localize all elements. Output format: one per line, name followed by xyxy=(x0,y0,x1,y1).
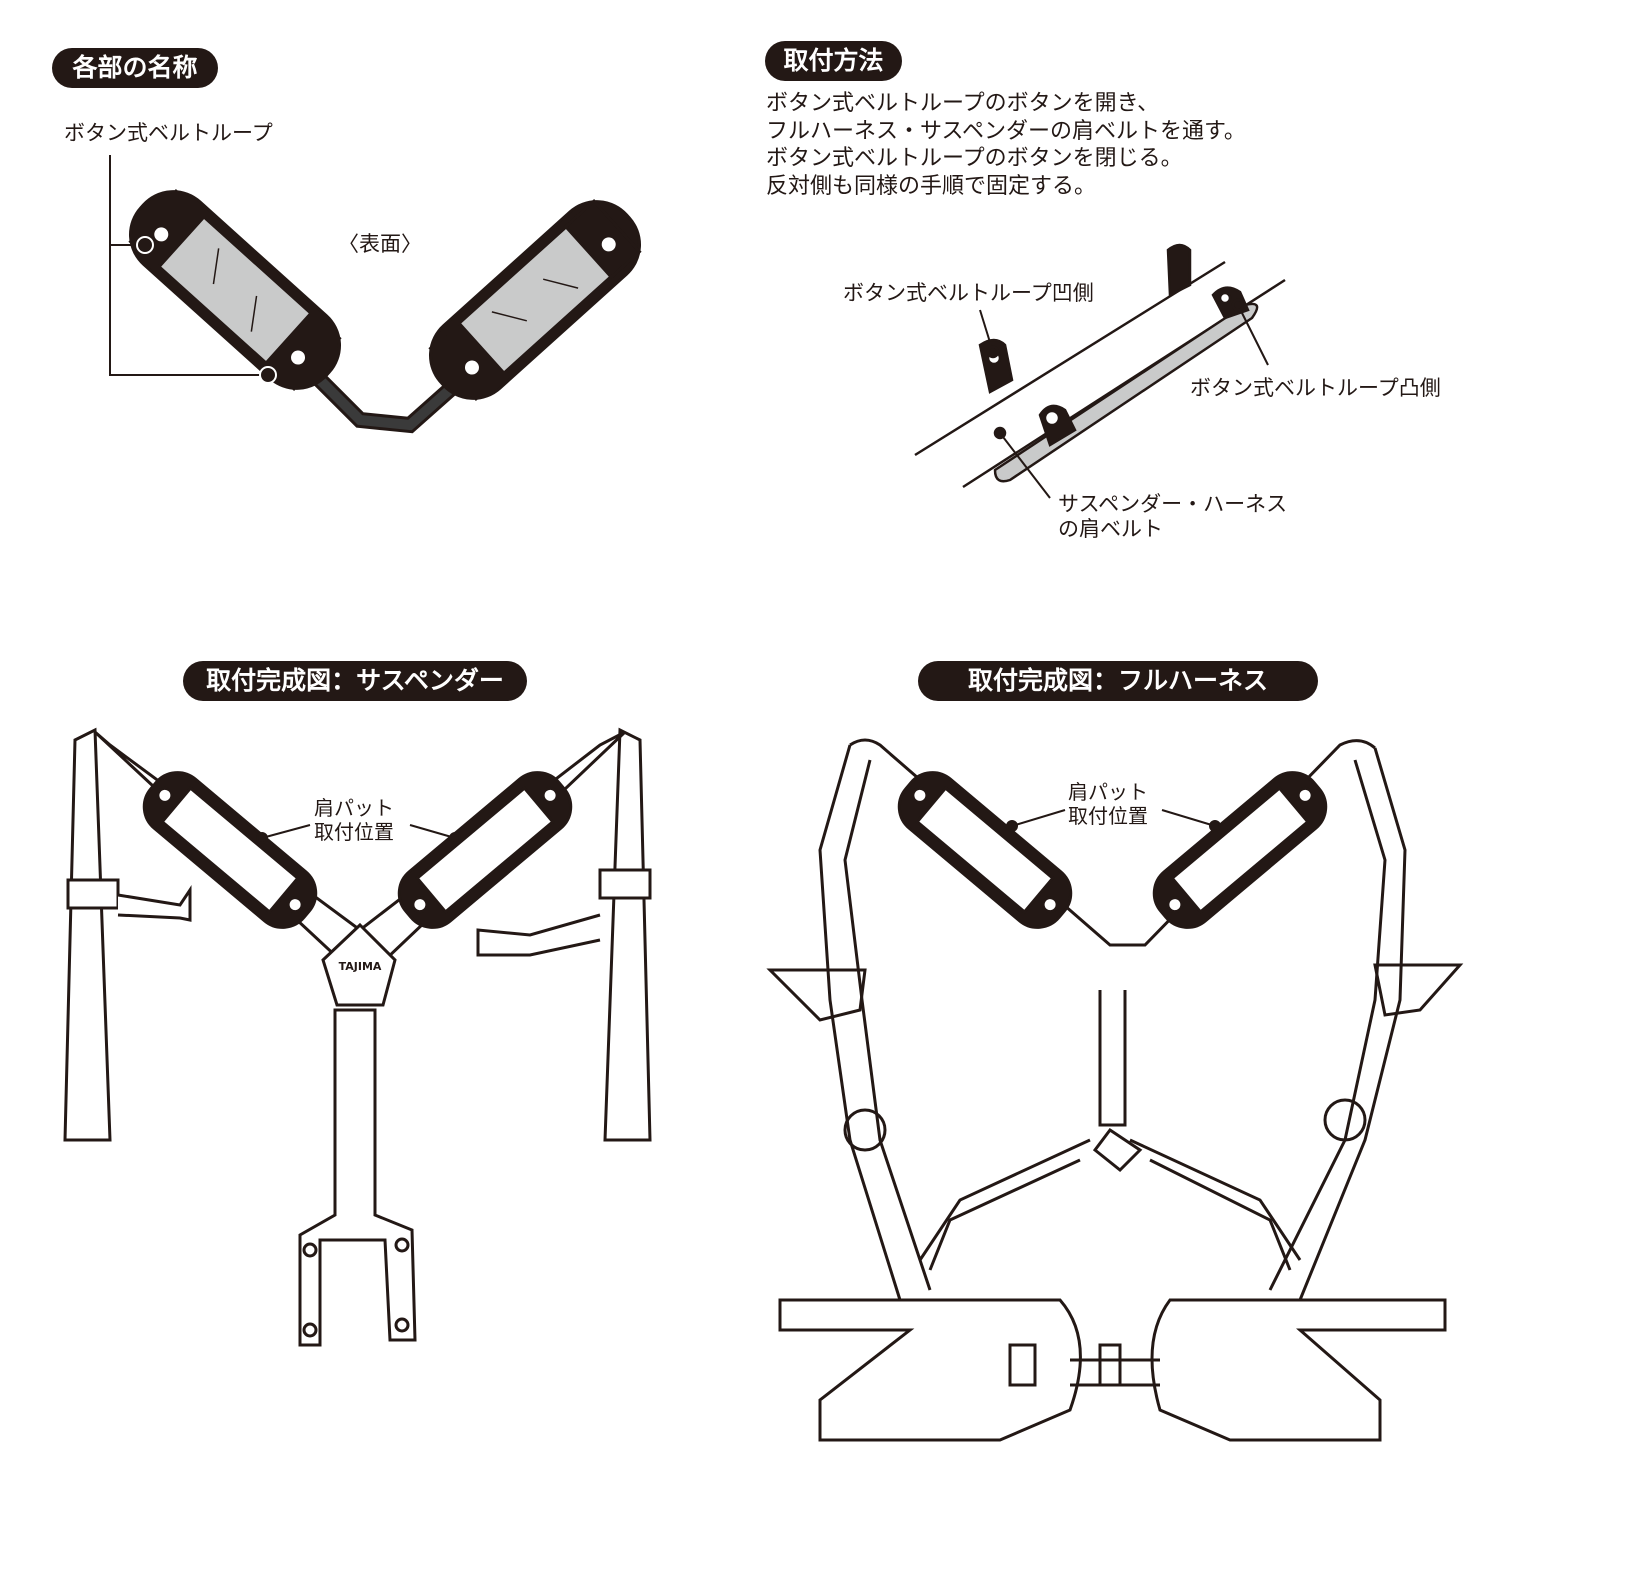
label-button-belt-loop: ボタン式ベルトループ xyxy=(64,121,273,145)
brand-logo: TAJIMA xyxy=(339,960,382,973)
install-step: ボタン式ベルトループのボタンを閉じる。 xyxy=(766,146,1183,171)
section-title-suspender: 取付完成図：サスペンダー xyxy=(183,661,527,701)
label-shoulder-belt-line2: の肩ベルト xyxy=(1058,517,1163,542)
label-pad-position-suspender: 肩パット 取付位置 xyxy=(314,796,394,844)
section-title-parts: 各部の名称 xyxy=(52,48,218,88)
install-step: フルハーネス・サスペンダーの肩ベルトを通す。 xyxy=(766,118,1246,144)
label-concave-side: ボタン式ベルトループ凹側 xyxy=(843,281,1094,305)
pad-label-line1: 肩パット xyxy=(1068,780,1148,804)
label-convex-side: ボタン式ベルトループ凸側 xyxy=(1190,376,1441,400)
install-step: 反対側も同様の手順で固定する。 xyxy=(766,173,1097,199)
shoulder-pad-diagram xyxy=(109,155,642,434)
pad-label-line1: 肩パット xyxy=(314,796,394,820)
pad-position-leaders xyxy=(256,809,1221,844)
label-surface: 〈表面〉 xyxy=(338,232,422,256)
suspender-diagram xyxy=(63,727,652,1347)
section-title-harness: 取付完成図：フルハーネス xyxy=(918,661,1318,701)
install-diagram xyxy=(914,243,1286,499)
install-steps: ボタン式ベルトループのボタンを開き、 フルハーネス・サスペンダーの肩ベルトを通す… xyxy=(766,90,1246,200)
label-pad-position-harness: 肩パット 取付位置 xyxy=(1068,780,1148,828)
install-step: ボタン式ベルトループのボタンを開き、 xyxy=(766,91,1160,116)
label-shoulder-belt: サスペンダー・ハーネス の肩ベルト xyxy=(1058,492,1287,542)
pad-label-line2: 取付位置 xyxy=(1068,804,1148,828)
full-harness-diagram xyxy=(766,738,1464,1442)
section-title-install: 取付方法 xyxy=(765,41,902,81)
label-shoulder-belt-line1: サスペンダー・ハーネス xyxy=(1058,492,1288,516)
pad-label-line2: 取付位置 xyxy=(314,820,394,844)
